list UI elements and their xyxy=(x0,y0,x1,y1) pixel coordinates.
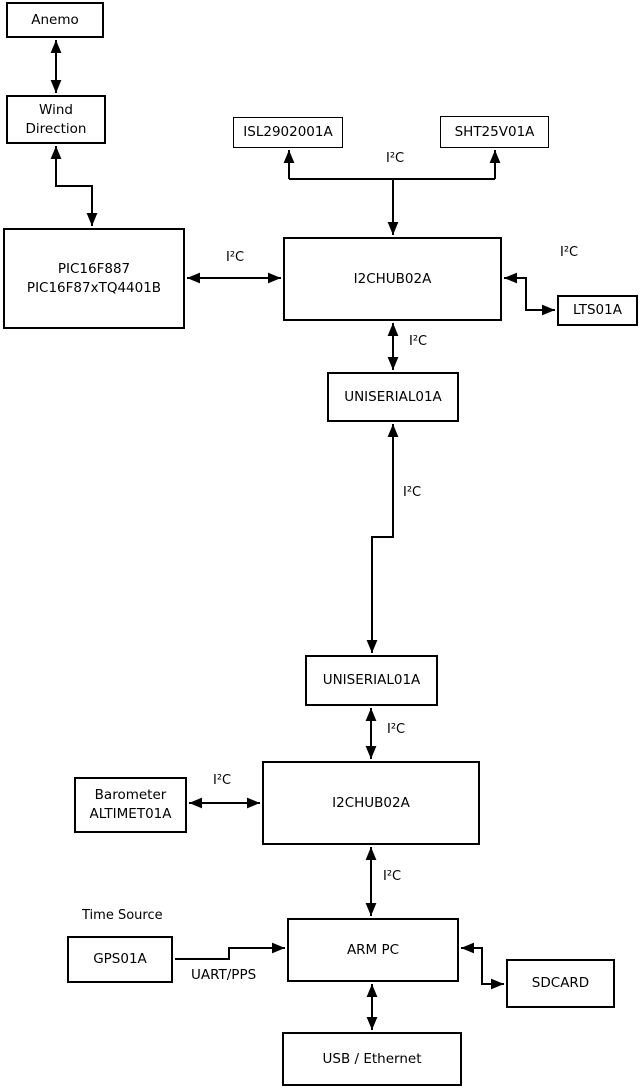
edge-label-i2c-hub1-lts: I²C xyxy=(560,245,579,260)
node-uniserial01a-1: UNISERIAL01A xyxy=(327,372,459,422)
arrow-armpc-sdcard xyxy=(461,942,504,990)
arrow-hub1-lts xyxy=(504,272,555,316)
node-i2chub02a-1-label: I2CHUB02A xyxy=(353,270,432,287)
edge-label-i2c-pic-hub1: I²C xyxy=(226,250,245,265)
node-barometer-line2: ALTIMET01A xyxy=(89,806,172,822)
node-uniserial01a-2: UNISERIAL01A xyxy=(305,655,438,706)
node-pic16f887-line1: PIC16F887 xyxy=(57,260,131,277)
node-sht25v01a-label: SHT25V01A xyxy=(454,123,535,140)
node-sdcard-label: SDCARD xyxy=(531,975,590,992)
edge-label-i2c-uniserial-link: I²C xyxy=(403,485,422,500)
node-isl2902001a-label: ISL2902001A xyxy=(243,124,333,141)
node-usb-ethernet-label: USB / Ethernet xyxy=(322,1050,422,1067)
node-uniserial01a-1-label: UNISERIAL01A xyxy=(344,388,442,405)
node-gps01a: GPS01A xyxy=(67,936,173,983)
edge-label-i2c-sensor-bus: I²C xyxy=(386,151,405,166)
node-sdcard: SDCARD xyxy=(506,959,615,1008)
edge-label-uart-pps: UART/PPS xyxy=(191,967,257,983)
node-pic16f887-line2: PIC16F87xTQ4401B xyxy=(26,279,162,296)
node-sht25v01a: SHT25V01A xyxy=(440,116,549,148)
node-arm-pc: ARM PC xyxy=(287,918,459,982)
node-wind-direction-line1: Wind xyxy=(39,101,73,118)
arrow-uniserial1-uniserial2 xyxy=(366,424,399,653)
edge-label-i2c-barometer-hub2: I²C xyxy=(213,773,232,788)
node-i2chub02a-2-label: I2CHUB02A xyxy=(332,794,410,811)
node-i2chub02a-1: I2CHUB02A xyxy=(283,237,502,321)
node-i2chub02a-2: I2CHUB02A xyxy=(262,761,480,845)
edge-label-i2c-uniserial2-hub2: I²C xyxy=(387,722,406,737)
edge-label-i2c-hub2-armpc: I²C xyxy=(383,869,402,884)
node-lts01a: LTS01A xyxy=(557,295,638,326)
node-pic16f887: PIC16F887 PIC16F87xTQ4401B xyxy=(3,228,185,329)
arrow-wind-pic xyxy=(50,146,98,226)
node-arm-pc-label: ARM PC xyxy=(346,941,400,958)
node-lts01a-label: LTS01A xyxy=(573,302,622,319)
node-wind-direction: Wind Direction xyxy=(6,95,106,144)
edge-label-i2c-hub1-uniserial1: I²C xyxy=(409,334,428,349)
node-uniserial01a-2-label: UNISERIAL01A xyxy=(322,672,421,689)
node-barometer-line1: Barometer xyxy=(94,787,167,804)
node-anemo: Anemo xyxy=(6,2,104,38)
node-anemo-label: Anemo xyxy=(31,11,79,28)
node-barometer-altimet01a: Barometer ALTIMET01A xyxy=(74,777,187,833)
node-wind-direction-line2: Direction xyxy=(25,120,87,137)
node-usb-ethernet: USB / Ethernet xyxy=(282,1032,462,1086)
annotation-time-source: Time Source xyxy=(82,908,163,923)
node-gps01a-label: GPS01A xyxy=(93,951,147,968)
node-isl2902001a: ISL2902001A xyxy=(233,117,343,148)
arrow-gps-armpc xyxy=(175,942,285,960)
